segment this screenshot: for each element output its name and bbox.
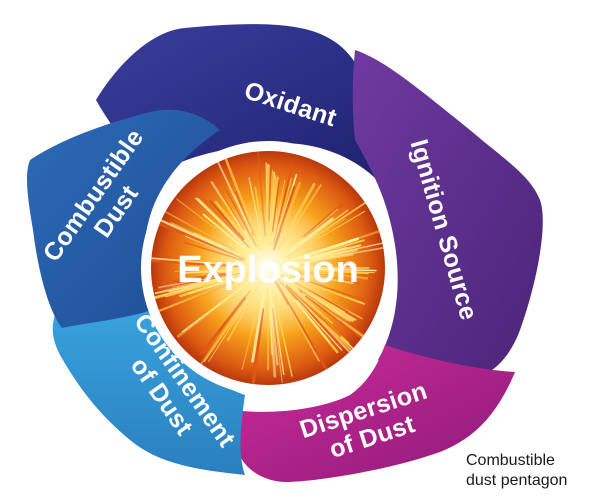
caption-line-2: dust pentagon (466, 472, 568, 489)
figure-caption: Combustible dust pentagon (466, 451, 606, 491)
label-dispersion: Dispersion of Dust (296, 377, 430, 464)
center-label: Explosion (177, 249, 359, 291)
segment-confinement (52, 290, 245, 475)
segment-combustible (26, 109, 220, 328)
caption-line-1: Combustible (466, 452, 555, 469)
segment-ignition (352, 50, 543, 381)
burst-glow (198, 198, 338, 338)
segment-dispersion (232, 345, 516, 483)
